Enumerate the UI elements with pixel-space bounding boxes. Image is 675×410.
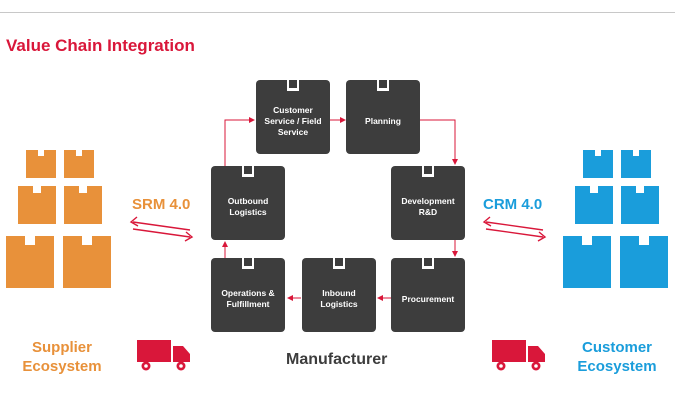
supplier-ecosystem-label: Supplier Ecosystem	[12, 338, 112, 376]
srm-label: SRM 4.0	[132, 196, 191, 213]
supplier-packages-icon	[6, 150, 111, 288]
page-title: Value Chain Integration	[6, 36, 195, 55]
arrow-outbound-to-cs	[224, 117, 255, 166]
crm-double-arrow	[482, 216, 547, 242]
node-operations: Operations & Fulfillment	[211, 258, 285, 332]
flow-arrows	[222, 117, 458, 301]
arrow-planning-to-dev	[420, 119, 458, 165]
customer-ecosystem-label: Customer Ecosystem	[565, 338, 669, 376]
supplier-package-tapes	[25, 150, 92, 245]
top-divider	[0, 12, 675, 13]
manufacturer-label: Manufacturer	[286, 351, 388, 368]
node-customer-service: Customer Service / Field Service	[256, 80, 330, 154]
customer-truck-icon	[492, 340, 545, 371]
node-procurement: Procurement	[391, 258, 465, 332]
crm-label: CRM 4.0	[483, 196, 543, 213]
node-planning: Planning	[346, 80, 420, 154]
customer-line2: Ecosystem	[577, 358, 657, 375]
node-development: Development R&D	[391, 166, 465, 240]
node-inbound-logistics: Inbound Logistics	[302, 258, 376, 332]
customer-package-tapes	[582, 150, 649, 245]
node-outbound-logistics: Outbound Logistics	[211, 166, 285, 240]
supplier-line1: Supplier	[31, 339, 92, 356]
srm-double-arrow	[129, 216, 194, 242]
customer-line1: Customer	[581, 339, 652, 356]
supplier-line2: Ecosystem	[22, 358, 102, 375]
supplier-truck-icon	[137, 340, 190, 371]
customer-packages-icon	[563, 150, 668, 288]
